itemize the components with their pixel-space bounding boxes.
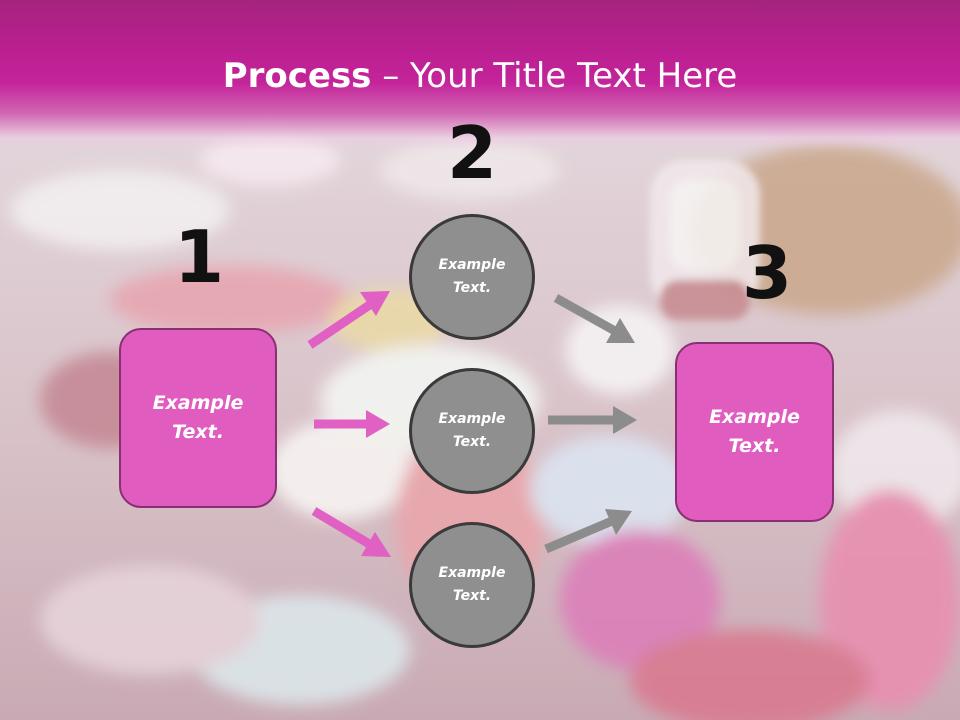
left-process-box: Example Text. xyxy=(119,328,277,508)
step-number-2: 2 xyxy=(446,111,498,195)
step-number-1: 1 xyxy=(173,215,225,299)
step-number-3: 3 xyxy=(741,231,793,315)
circle-middle: Example Text. xyxy=(409,368,535,494)
slide-title: Process – Your Title Text Here xyxy=(0,54,960,98)
title-banner xyxy=(0,0,960,150)
circle-middle-text: Example Text. xyxy=(438,411,506,450)
right-process-box: Example Text. xyxy=(675,342,834,522)
circle-bottom-text: Example Text. xyxy=(438,565,506,604)
circle-top-text: Example Text. xyxy=(438,257,506,296)
title-bold-text: Process xyxy=(222,56,372,96)
circle-top: Example Text. xyxy=(409,214,535,340)
left-box-text: Example Text. xyxy=(152,392,244,443)
right-box-text: Example Text. xyxy=(709,406,800,457)
title-rest-text: – Your Title Text Here xyxy=(371,56,738,96)
circle-bottom: Example Text. xyxy=(409,522,535,648)
